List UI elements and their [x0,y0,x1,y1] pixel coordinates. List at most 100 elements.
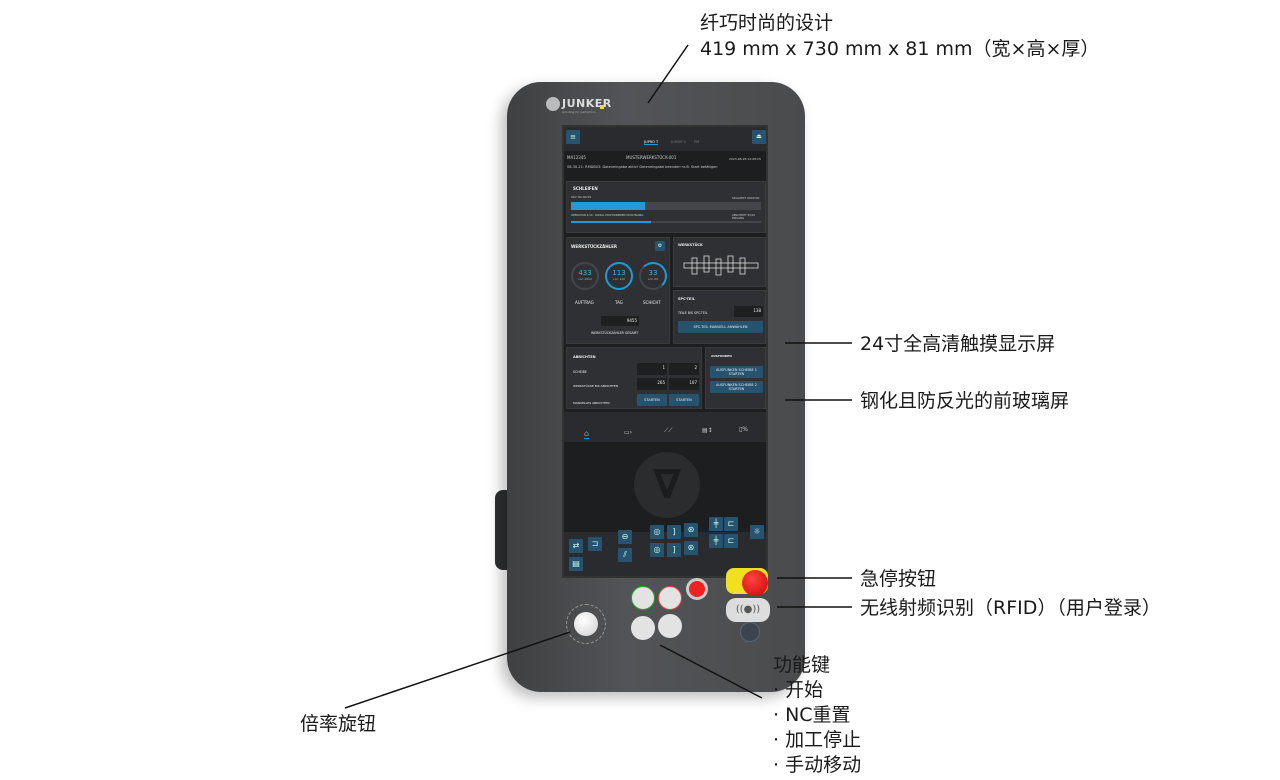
nav-program-icon[interactable]: ▤↕ [702,427,713,434]
estop-callout: 急停按钮 [860,568,937,590]
clamp-icon[interactable]: ⇄ [569,539,583,553]
grinding-progress [571,202,761,210]
machine-id: MA12345 [567,155,586,160]
menu-icon[interactable]: ≡ [566,130,580,144]
coolant-icon[interactable]: ⊖ [618,530,632,544]
disc-label: SCHEIBE [573,370,587,374]
settings-icon[interactable]: ⚙ [655,241,665,251]
spc-select-button[interactable]: SPC-TEIL MANUELL ANWÄHLEN [678,321,763,333]
remaining-1: 265 [637,378,667,390]
spc-label: TEILE BIS SPC-TEIL [678,311,708,315]
emergency-stop-button[interactable] [742,570,768,596]
touch-screen[interactable]: ≡ ⏏ JUPRO T JUMOP II PM MA12345 MUSTERWE… [562,125,768,578]
bottom-nav [564,412,766,442]
disc-1: 1 [637,363,667,375]
brand-dot [600,105,604,109]
nav-machine-icon[interactable]: ▭› [624,429,633,436]
sparkout-title: AUSFUNKEN [711,354,732,358]
workpieces-until-dressing-label: WERKSTÜCKE BIS ABRICHTEN [573,384,618,388]
spindle-on-icon[interactable]: ◎ [650,525,664,539]
dressing-title: ABRICHTEN [573,355,596,359]
junker-badge-icon [740,622,760,642]
logout-icon[interactable]: ⏏ [752,130,766,144]
function-key-start: · 开始 [773,679,824,701]
spindle-off-icon[interactable]: ◎ [650,543,664,557]
crankshaft-drawing [683,255,759,276]
loader-icon[interactable]: ⊐ [588,537,602,551]
tab-jumop[interactable]: JUMOP II [671,140,686,144]
gauge-label: TAG [615,300,623,305]
operation-text: OPERATION 4/10 - RADIAL POSITIONIEREN DU… [571,214,644,217]
function-keys-title: 功能键 [773,654,831,676]
junker-logo-watermark: ∇ [634,452,700,518]
nav-settings-icon[interactable]: ▯% [739,426,749,433]
gauge-out-icon[interactable]: ⊏ [724,534,738,548]
disc-2: 2 [669,363,699,375]
spc-title: SPC-TEIL [678,297,695,301]
steady-rest-icon[interactable]: ╪ [709,517,723,531]
dressing-panel: ABRICHTEN SCHEIBE 1 2 WERKSTÜCKE BIS ABR… [566,347,702,409]
remaining-2: 107 [669,378,699,390]
sparkout-panel: AUSFUNKEN AUSFUNKEN SCHEIBE 1 STARTEN AU… [705,347,766,409]
workpiece-name: MUSTERWERKSTÜCK-001 [626,155,677,160]
gauge-label: AUFTRAG [575,300,594,305]
nav-tool-icon[interactable]: ⟋⟋ [664,427,673,434]
gauge-in-icon[interactable]: ⊏ [724,517,738,531]
override-knob-scale [566,604,606,644]
counter-title: WERKSTÜCKZÄHLER [571,244,617,249]
tailstock-back-icon[interactable]: ] [667,543,681,557]
grinding-panel: SCHLEIFEN 007:00:00:59 SKALIERT 0000:00 … [566,181,766,233]
sparkout-1-button[interactable]: AUSFUNKEN SCHEIBE 1 STARTEN [710,366,763,378]
wheel-icon[interactable]: ⊛ [684,523,698,537]
override-knob[interactable] [574,612,598,636]
steady-rest-back-icon[interactable]: ╪ [709,534,723,548]
function-key-nc-reset: · NC重置 [773,704,851,726]
total-label: WERKSTÜCKZÄHLER GESAMT [591,331,639,335]
feed-stop-button[interactable] [686,578,708,600]
brand-name: JUNKER [562,97,612,110]
brand-tagline: grinding for perfection [562,110,596,114]
sparkout-2-button[interactable]: AUSFUNKEN SCHEIBE 2 STARTEN [710,381,763,393]
tab-pm[interactable]: PM [694,140,700,144]
rfid-callout: 无线射频识别（RFID）（用户登录） [860,597,1161,619]
knob-callout: 倍率旋钮 [300,713,377,735]
status-message: 08-30-21: RMDB03: Dateneingabe aktiv! Da… [567,165,718,169]
spc-panel: SPC-TEIL TEILE BIS SPC-TEIL 138 SPC-TEIL… [673,290,766,344]
design-title: 纤巧时尚的设计 [700,12,834,34]
function-key-jog: · 手动移动 [773,754,862,776]
start-button[interactable] [631,586,655,610]
light-icon[interactable]: ☼ [750,525,764,539]
jog-button-1[interactable] [631,616,655,640]
grinding-time: 007:00:00:59 [571,195,592,199]
brand-logo-icon [546,97,560,111]
nav-home-icon[interactable]: ⌂ [584,429,590,439]
gauge-label: SCHICHT [643,300,661,305]
wheel-stop-icon[interactable]: ⊛ [684,541,698,555]
total-counter: 9455 [601,316,639,326]
workpiece-panel: WERKSTÜCK [673,237,766,287]
tab-jupro[interactable]: JUPRO T [644,140,659,145]
display-callout: 24寸全高清触摸显示屏 [860,333,1056,355]
grinding-title: SCHLEIFEN [573,186,598,191]
dresser-icon[interactable]: ⫽ [618,548,632,562]
datetime: 2023-08-28 14:08:15 [729,157,761,161]
manual-dressing-label: MANUELLES ABRICHTEN [573,401,610,405]
design-dimensions: 419 mm x 730 mm x 81 mm（宽×高×厚） [700,38,1100,60]
glass-callout: 钢化且防反光的前玻璃屏 [860,390,1070,412]
start-dressing-2-button[interactable]: STARTEN [669,394,699,406]
nc-reset-button[interactable] [658,586,682,610]
grinding-scale: SKALIERT 0000:00 [732,196,760,200]
rfid-reader-icon[interactable]: ((●)) [726,598,770,622]
spc-value: 138 [734,306,763,317]
door-icon[interactable]: ▤ [569,557,583,571]
function-key-stop: · 加工停止 [773,729,862,751]
section-text: ABSCHNITT 05/10 EINGANG [732,214,756,220]
jog-button-2[interactable] [658,614,682,638]
tailstock-icon[interactable]: ] [667,525,681,539]
start-dressing-1-button[interactable]: STARTEN [637,394,667,406]
workpiece-title: WERKSTÜCK [678,243,703,247]
